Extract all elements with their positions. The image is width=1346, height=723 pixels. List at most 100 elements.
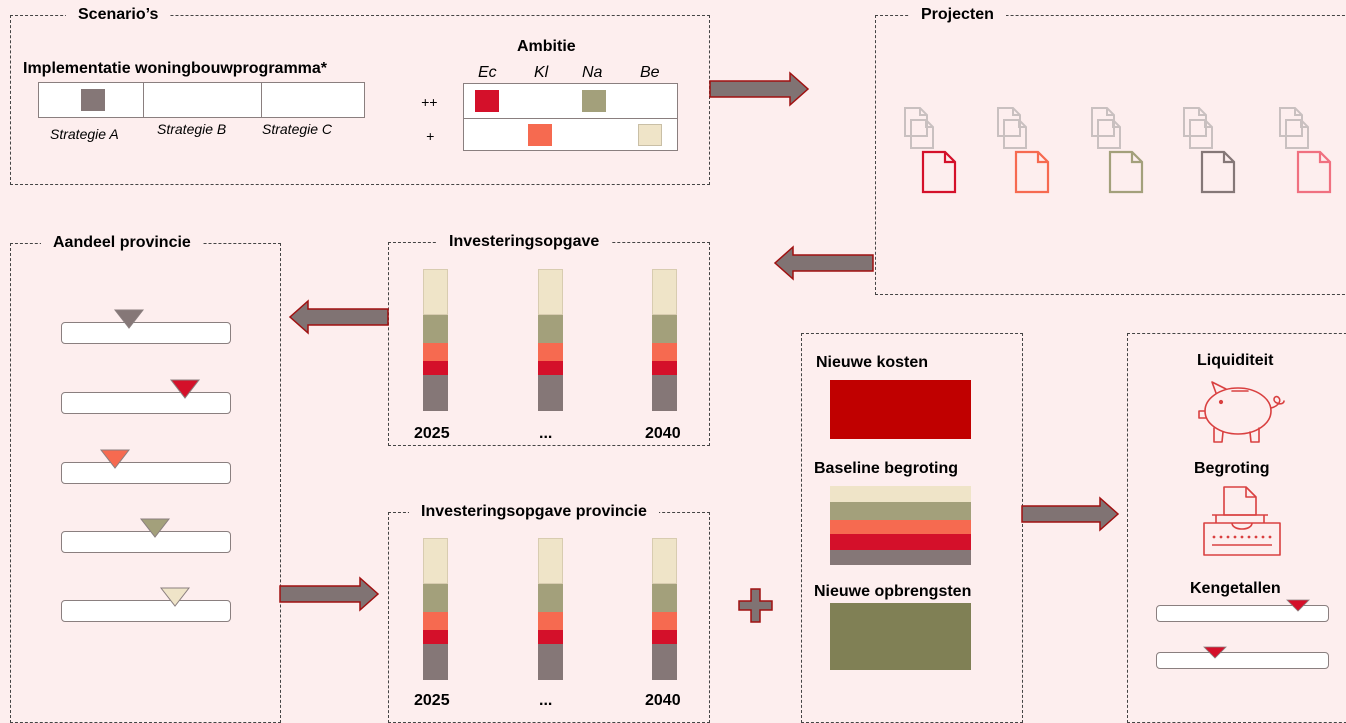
- investeringsopgave-panel: Investeringsopgave: [388, 233, 710, 446]
- investeringsopgave-bar-3-segment-crimson: [652, 361, 677, 375]
- arrow-projecten-to-investeringsopgave: [773, 245, 874, 281]
- investeringsopgave-title: Investeringsopgave: [437, 233, 612, 251]
- scenarios-panel: Scenario’s: [10, 6, 710, 185]
- investeringsopgave-bar-3: [652, 269, 677, 411]
- investeringsopgave-bar-1: [423, 269, 448, 411]
- investeringsopgave-label-2025: 2025: [414, 425, 450, 442]
- nieuwe-opbrengsten-label: Nieuwe opbrengsten: [814, 583, 972, 600]
- investeringsopgave-provincie-bar-3-segment-crimson: [652, 630, 677, 644]
- investeringsopgave-provincie-bar-1-segment-coral: [423, 612, 448, 630]
- baseline-begroting-label: Baseline begroting: [814, 460, 959, 477]
- investeringsopgave-provincie-bar-1: [423, 538, 448, 680]
- strategy-table: [38, 82, 365, 118]
- begroting-label: Begroting: [1194, 460, 1270, 477]
- nieuwe-kosten-label: Nieuwe kosten: [816, 354, 929, 371]
- scenarios-title: Scenario’s: [66, 6, 171, 24]
- share-slider-marker-3[interactable]: [100, 449, 131, 469]
- document-pink-icon: [1279, 107, 1332, 194]
- investeringsopgave-provincie-bar-2: [538, 538, 563, 680]
- ambitie-row-plus: +: [426, 128, 435, 144]
- investeringsopgave-bar-2-segment-grey: [538, 375, 563, 411]
- ambitie-col-na: Na: [582, 64, 603, 81]
- investeringsopgave-bar-1-segment-crimson: [423, 361, 448, 375]
- document-coral-icon: [997, 107, 1050, 194]
- investeringsopgave-provincie-label-2040: 2040: [645, 692, 681, 709]
- share-slider-marker-5[interactable]: [159, 587, 190, 607]
- investeringsopgave-provincie-label-ellipsis: ...: [539, 692, 553, 709]
- investeringsopgave-bar-1-segment-olive: [423, 315, 448, 343]
- investeringsopgave-label-ellipsis: ...: [539, 425, 553, 442]
- kengetallen-marker-2[interactable]: [1202, 646, 1227, 660]
- share-slider-2[interactable]: [61, 392, 231, 414]
- share-slider-5[interactable]: [61, 600, 231, 622]
- plus-icon: [738, 588, 773, 623]
- aandeel-title: Aandeel provincie: [41, 234, 203, 252]
- nieuwe-kosten-block: [830, 380, 971, 439]
- investeringsopgave-provincie-bar-1-segment-beige: [423, 538, 448, 584]
- investeringsopgave-bar-2: [538, 269, 563, 411]
- investeringsopgave-bar-2-segment-beige: [538, 269, 563, 315]
- investeringsopgave-provincie-bar-2-segment-olive: [538, 584, 563, 612]
- investeringsopgave-bar-2-segment-crimson: [538, 361, 563, 375]
- investeringsopgave-provincie-bar-2-segment-beige: [538, 538, 563, 584]
- baseline-begroting-stack: [830, 486, 971, 565]
- strategy-c-label: Strategie C: [262, 121, 333, 137]
- ambitie-ec-marker[interactable]: [475, 90, 499, 112]
- investeringsopgave-provincie-bar-1-segment-grey: [423, 644, 448, 680]
- ambitie-col-ec: Ec: [478, 64, 497, 81]
- investeringsopgave-bar-1-segment-grey: [423, 375, 448, 411]
- investeringsopgave-provincie-bar-2-segment-crimson: [538, 630, 563, 644]
- ambitie-col-kl: Kl: [534, 64, 549, 81]
- liquiditeit-label: Liquiditeit: [1197, 352, 1274, 369]
- aandeel-panel: Aandeel provincie: [10, 234, 281, 723]
- ambitie-title: Ambitie: [517, 38, 576, 55]
- kengetallen-label: Kengetallen: [1190, 580, 1281, 597]
- ambitie-na-marker[interactable]: [582, 90, 606, 112]
- investeringsopgave-bar-2-segment-olive: [538, 315, 563, 343]
- share-slider-1[interactable]: [61, 322, 231, 344]
- investeringsopgave-bar-3-segment-beige: [652, 269, 677, 315]
- share-slider-3[interactable]: [61, 462, 231, 484]
- investeringsopgave-bar-2-segment-coral: [538, 343, 563, 361]
- investeringsopgave-provincie-bar-3-segment-olive: [652, 584, 677, 612]
- investeringsopgave-provincie-title: Investeringsopgave provincie: [409, 503, 659, 521]
- investeringsopgave-provincie-panel: Investeringsopgave provincie: [388, 503, 710, 723]
- document-grey-icon: [1183, 107, 1236, 194]
- investeringsopgave-bar-3-segment-coral: [652, 343, 677, 361]
- typewriter-icon: [1203, 486, 1281, 556]
- investeringsopgave-provincie-bar-2-segment-grey: [538, 644, 563, 680]
- investeringsopgave-bar-3-segment-olive: [652, 315, 677, 343]
- investeringsopgave-provincie-bar-3-segment-grey: [652, 644, 677, 680]
- ambitie-be-marker[interactable]: [638, 124, 662, 146]
- arrow-kosten-to-output: [1021, 496, 1120, 532]
- investeringsopgave-provincie-bar-3: [652, 538, 677, 680]
- strategy-a-marker[interactable]: [81, 89, 105, 111]
- share-slider-marker-2[interactable]: [170, 379, 201, 399]
- investeringsopgave-bar-3-segment-grey: [652, 375, 677, 411]
- investeringsopgave-bar-1-segment-coral: [423, 343, 448, 361]
- arrow-aandeel-to-investeringsopgave-provincie: [279, 576, 380, 612]
- investeringsopgave-bar-1-segment-beige: [423, 269, 448, 315]
- share-slider-4[interactable]: [61, 531, 231, 553]
- ambitie-table: [463, 83, 678, 151]
- kengetallen-slider-1[interactable]: [1156, 605, 1329, 622]
- share-slider-marker-4[interactable]: [139, 518, 170, 538]
- document-crimson-icon: [904, 107, 957, 194]
- ambitie-kl-marker[interactable]: [528, 124, 552, 146]
- arrow-investeringsopgave-to-aandeel: [288, 299, 389, 335]
- projecten-panel: Projecten: [875, 6, 1346, 295]
- investeringsopgave-label-2040: 2040: [645, 425, 681, 442]
- investeringsopgave-provincie-label-2025: 2025: [414, 692, 450, 709]
- ambitie-row-plusplus: ++: [421, 94, 438, 110]
- investeringsopgave-provincie-bar-2-segment-coral: [538, 612, 563, 630]
- implementation-label: Implementatie woningbouwprogramma*: [23, 60, 328, 77]
- investeringsopgave-provincie-bar-1-segment-olive: [423, 584, 448, 612]
- kengetallen-marker-1[interactable]: [1285, 599, 1310, 613]
- strategy-b-label: Strategie B: [157, 121, 227, 137]
- piggy-bank-icon: [1198, 381, 1285, 443]
- nieuwe-opbrengsten-block: [830, 603, 971, 670]
- kengetallen-slider-2[interactable]: [1156, 652, 1329, 669]
- share-slider-marker-1[interactable]: [113, 309, 145, 329]
